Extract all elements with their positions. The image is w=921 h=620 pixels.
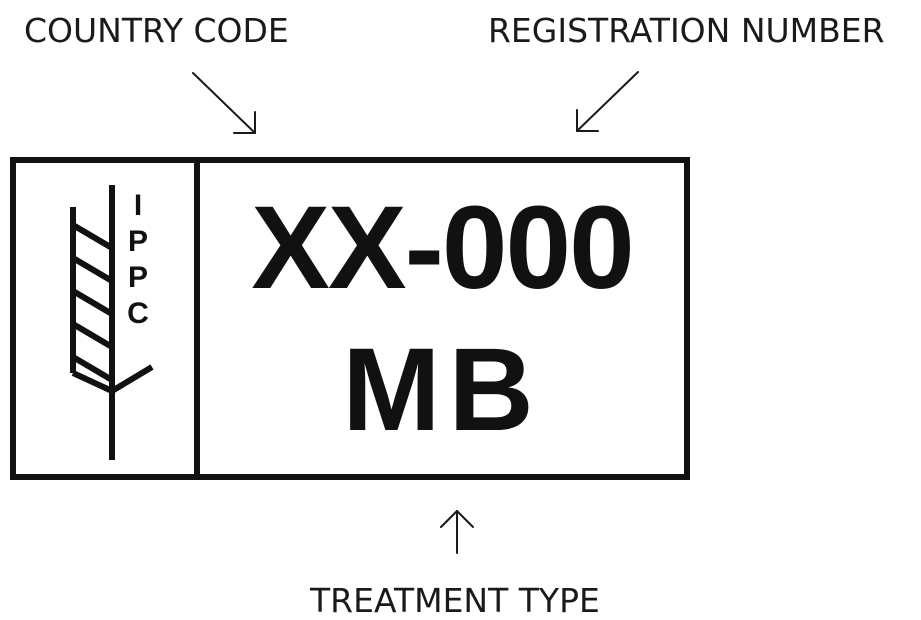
registration-code: XX-000 [251,182,635,314]
treatment-type-label: TREATMENT TYPE [310,581,600,620]
ippc-logo-panel: I P P C [16,163,200,474]
registration-number-arrow [576,71,639,132]
country-code-arrow [192,72,256,134]
treatment-type-arrow [440,510,474,554]
ippc-letter-p-second: P [127,261,148,294]
wheat-ear-icon [70,185,154,460]
ippc-letter-p: P [127,225,148,258]
ispm15-mark: I P P C XX-000 MB [10,157,690,480]
registration-number-label: REGISTRATION NUMBER [488,11,885,50]
ippc-letter-c: C [127,297,149,330]
country-code-label: COUNTRY CODE [24,11,289,50]
ippc-letter-i: I [133,189,143,222]
code-panel: XX-000 MB [200,163,684,474]
treatment-code: MB [342,324,542,456]
